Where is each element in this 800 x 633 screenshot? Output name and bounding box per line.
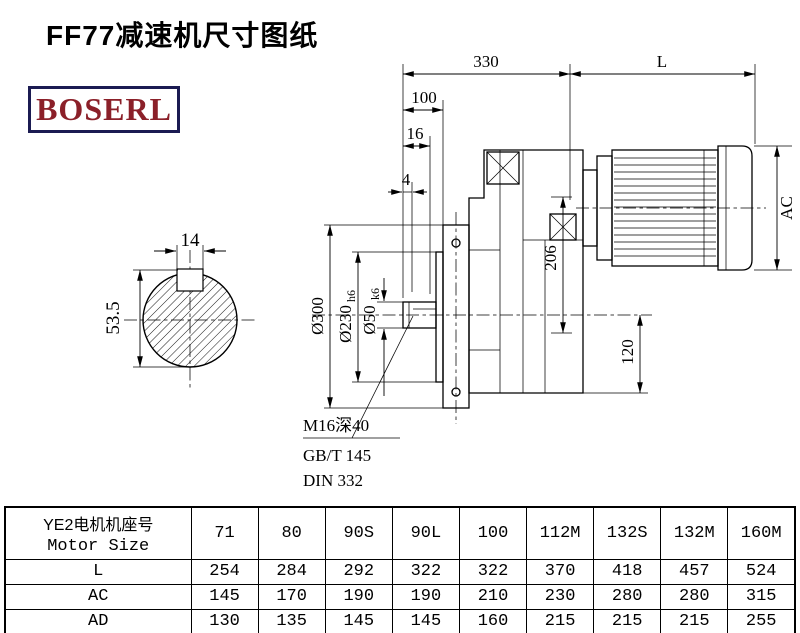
dim-206-label: 206 [541, 245, 560, 271]
motor-dimension-table: YE2电机机座号 Motor Size 71 80 90S 90L 100 11… [4, 506, 796, 633]
cell: 130 [190, 608, 259, 633]
row-label-AD: AD [4, 608, 192, 633]
table-row-AC: AC 145 170 190 190 210 230 280 280 315 [4, 583, 796, 610]
cell: 418 [593, 558, 662, 585]
col-header-132M: 132M [660, 506, 729, 560]
table-row-AD: AD 130 135 145 145 160 215 215 215 255 [4, 608, 796, 633]
col-header-71: 71 [190, 506, 259, 560]
motor-fins [614, 157, 716, 257]
cell: 280 [660, 583, 729, 610]
cell: 284 [257, 558, 326, 585]
cell: 215 [593, 608, 662, 633]
row-label-L: L [4, 558, 192, 585]
col-header-160M: 160M [727, 506, 796, 560]
table-row-L: L 254 284 292 322 322 370 418 457 524 [4, 558, 796, 585]
flange-spigot [435, 251, 444, 383]
cell: 292 [324, 558, 393, 585]
cell: 145 [190, 583, 259, 610]
cell: 322 [458, 558, 528, 585]
table-header-row: YE2电机机座号 Motor Size 71 80 90S 90L 100 11… [4, 506, 796, 560]
dimensions: 330 L 100 16 4 AC 206 120 Ø300 [303, 52, 796, 490]
dim-key-height-label: 53.5 [103, 301, 124, 334]
dim-dia230-tolerance: h6 [344, 290, 358, 302]
cell: 215 [660, 608, 729, 633]
cell: 254 [190, 558, 259, 585]
cell: 280 [593, 583, 662, 610]
note-gb-standard: GB/T 145 [303, 446, 371, 465]
flange-bolt-hole-top [451, 238, 461, 248]
cell: 135 [257, 608, 326, 633]
dim-330-label: 330 [473, 52, 499, 71]
flange-bolt-hole-bottom [451, 387, 461, 397]
dim-16-label: 16 [407, 124, 424, 143]
dim-L-label: L [657, 52, 667, 71]
cell: 145 [391, 608, 460, 633]
col-header-132S: 132S [593, 506, 662, 560]
header-en: Motor Size [47, 536, 150, 556]
cell: 255 [727, 608, 796, 633]
brand-logo: BOSERL [28, 86, 180, 133]
dim-AC-label: AC [777, 196, 796, 220]
dim-dia50-label: Ø50 [360, 305, 379, 334]
col-header-100: 100 [458, 506, 528, 560]
keyway [176, 268, 204, 292]
cell: 170 [257, 583, 326, 610]
cell: 190 [391, 583, 460, 610]
page-title: FF77减速机尺寸图纸 [46, 20, 319, 51]
cell: 524 [727, 558, 796, 585]
shaft-section-view: 14 53.5 [103, 230, 256, 390]
cell: 370 [526, 558, 595, 585]
cell: 145 [324, 608, 393, 633]
note-tapped-hole: M16深40 [303, 416, 369, 435]
cell: 230 [526, 583, 595, 610]
cell: 210 [458, 583, 528, 610]
cell: 215 [526, 608, 595, 633]
row-label-AC: AC [4, 583, 192, 610]
reducer-main-view [312, 145, 766, 424]
cell: 160 [458, 608, 528, 633]
gearbox-housing [468, 149, 584, 394]
dim-dia230-label: Ø230 [336, 305, 355, 343]
dim-120-label: 120 [618, 339, 637, 365]
col-header-112M: 112M [526, 506, 595, 560]
technical-drawing: 14 53.5 [103, 52, 796, 490]
col-header-90S: 90S [324, 506, 393, 560]
dim-dia50-tolerance: k6 [368, 288, 382, 300]
fan-cowl [717, 145, 753, 271]
dim-4-label: 4 [402, 170, 411, 189]
output-shaft [402, 301, 437, 329]
cell: 315 [727, 583, 796, 610]
note-din-standard: DIN 332 [303, 471, 363, 490]
dim-key-width-label: 14 [181, 230, 201, 251]
cell: 322 [391, 558, 460, 585]
col-header-80: 80 [257, 506, 326, 560]
dim-dia300-label: Ø300 [308, 297, 327, 335]
cell: 190 [324, 583, 393, 610]
header-cn: YE2电机机座号 [43, 516, 154, 534]
brand-logo-text: BOSERL [36, 91, 172, 127]
cell: 457 [660, 558, 729, 585]
col-header-90L: 90L [391, 506, 460, 560]
motor-size-header-cell: YE2电机机座号 Motor Size [4, 506, 192, 560]
dim-100-label: 100 [411, 88, 437, 107]
